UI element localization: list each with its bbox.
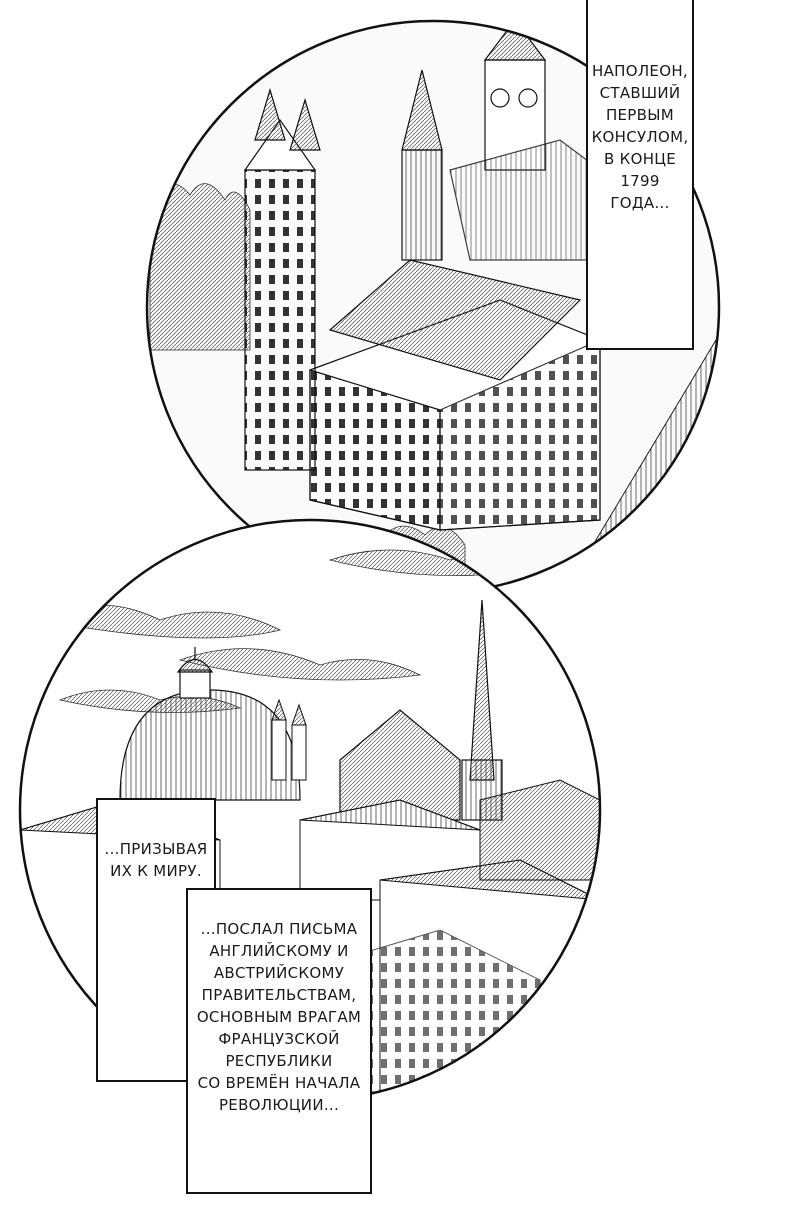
caption-line: первым (605, 106, 675, 124)
caption-line: правительствам, (201, 986, 357, 1004)
caption-line: австрийскому (213, 964, 345, 982)
caption-line: основным врагам (196, 1008, 362, 1026)
caption-line: Наполеон, (592, 62, 688, 80)
caption-box-bottom: ...послал письма английскому и австрийск… (186, 888, 372, 1194)
caption-line: года... (610, 194, 670, 212)
dome-church (119, 647, 301, 801)
caption-line: ...послал письма (200, 920, 358, 938)
caption-line: со времён начала (197, 1074, 361, 1092)
caption-line: ...призывая (104, 840, 208, 858)
caption-box-top: Наполеон, ставший первым консулом, в кон… (586, 0, 694, 350)
caption-line: французской (218, 1030, 340, 1048)
parliament-building (243, 21, 601, 531)
caption-line: в конце (603, 150, 677, 168)
caption-line: их к миру. (110, 862, 202, 880)
cathedral-spire (339, 599, 503, 821)
caption-line: консулом, (591, 128, 689, 146)
caption-line: 1799 (620, 172, 660, 190)
caption-line: революции... (218, 1096, 340, 1114)
caption-line: республики (225, 1052, 333, 1070)
caption-line: английскому и (209, 942, 349, 960)
caption-line: ставший (599, 84, 681, 102)
